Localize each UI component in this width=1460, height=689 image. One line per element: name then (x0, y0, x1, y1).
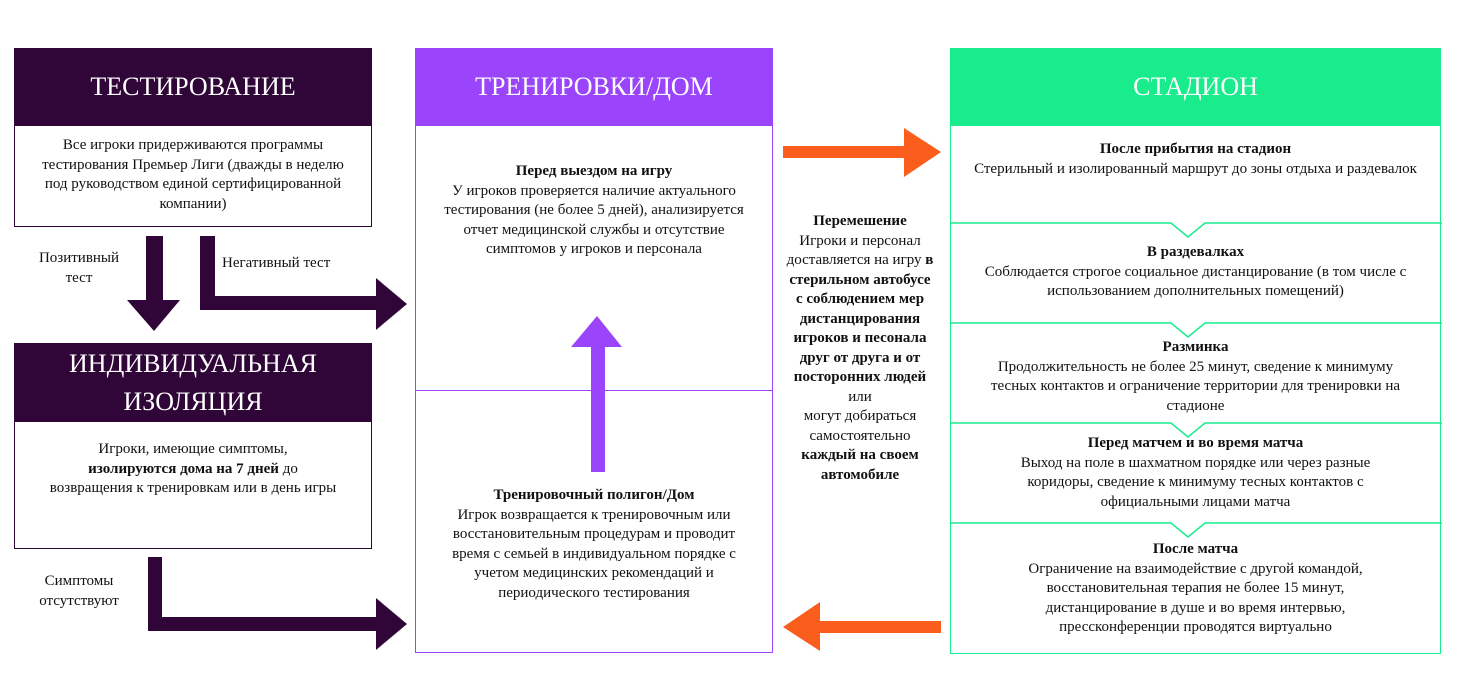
transfer-bus-text: в стерильном автобусе с соблюдением мер … (789, 252, 934, 385)
testing-title: ТЕСТИРОВАНИЕ (90, 72, 296, 101)
no-symptoms-label: Симптомы отсутствуют (39, 573, 119, 609)
transfer-text: Игроки и персонал доставляется на игру (786, 232, 922, 269)
training-header: ТРЕНИРОВКИ/ДОМ (415, 48, 773, 126)
isolation-title-line1: ИНДИВИДУАЛЬНАЯ (69, 348, 317, 378)
transfer-car-text: каждый на своем автомобиле (801, 447, 919, 483)
testing-body: Все игроки придерживаются программы тест… (14, 126, 372, 227)
section-heading: После матча (1152, 541, 1239, 557)
to-stadium-arrow (783, 128, 941, 177)
up-arrow (571, 316, 622, 472)
chevron-divider (951, 522, 1442, 538)
training-ground-heading: Тренировочный полигон/Дом (493, 487, 695, 503)
chevron-divider (951, 222, 1442, 238)
negative-test-label: Негативный тест (222, 255, 331, 271)
section-text: Выход на поле в шахматном порядке или че… (1020, 454, 1371, 510)
section-text: Соблюдается строгое социальное дистанцир… (984, 263, 1407, 300)
training-ground-text: Игрок возвращается к тренировочным или в… (452, 506, 736, 601)
isolation-text: Игроки, имеющие симптомы, (98, 441, 288, 457)
section-heading: В раздевалках (1146, 244, 1245, 260)
section-heading: Разминка (1162, 339, 1229, 355)
from-stadium-arrow (783, 602, 941, 651)
positive-arrow (127, 236, 180, 331)
isolation-body: Игроки, имеющие симптомы, изолируются до… (14, 422, 372, 549)
section-heading: Перед матчем и во время матча (1087, 435, 1304, 451)
isolation-text-end: до возвращения к тренировкам или в день … (49, 460, 337, 497)
training-divider (416, 390, 772, 391)
chevron-divider (951, 322, 1442, 338)
isolation-bold-text: изолируются дома на 7 дней (88, 460, 279, 477)
before-trip-section: Перед выездом на игру У игроков проверяе… (416, 162, 772, 260)
transfer-section: Перемешение Игроки и персонал доставляет… (786, 212, 934, 485)
chevron-divider (951, 422, 1442, 438)
transfer-heading: Перемешение (813, 213, 907, 229)
section-text: Ограничение на взаимодействие с другой к… (1028, 560, 1363, 636)
section-text: Продолжительность не более 25 минут, све… (990, 358, 1401, 414)
testing-header: ТЕСТИРОВАНИЕ (14, 48, 372, 126)
transfer-or: или (848, 388, 872, 405)
stadium-title: СТАДИОН (1133, 72, 1258, 101)
training-ground-section: Тренировочный полигон/Дом Игрок возвраща… (416, 486, 772, 603)
training-body: Перед выездом на игру У игроков проверяе… (415, 126, 773, 653)
section-heading: После прибытия на стадион (1099, 141, 1292, 157)
before-trip-text: У игроков проверяется наличие актуальног… (444, 182, 744, 258)
isolation-header: ИНДИВИДУАЛЬНАЯ ИЗОЛЯЦИЯ (14, 343, 372, 422)
positive-test-label: Позитивный тест (38, 250, 120, 286)
transfer-text-2: могут добираться самостоятельно (803, 408, 917, 444)
negative-arrow (200, 236, 407, 330)
isolation-title-line2: ИЗОЛЯЦИЯ (123, 386, 263, 416)
section-text: Стерильный и изолированный маршрут до зо… (974, 160, 1417, 177)
stadium-header: СТАДИОН (950, 48, 1441, 126)
training-title: ТРЕНИРОВКИ/ДОМ (475, 72, 713, 101)
before-trip-heading: Перед выездом на игру (515, 163, 673, 179)
no-symptoms-arrow (148, 557, 407, 650)
stadium-dividers (951, 222, 1442, 538)
